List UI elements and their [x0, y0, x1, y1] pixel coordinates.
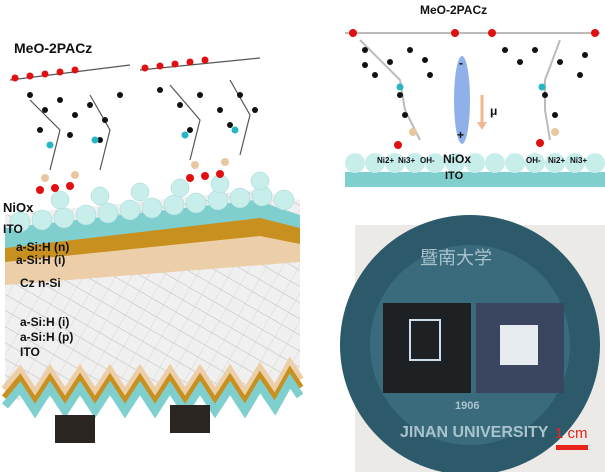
- seal-text-cn: 暨南大学: [420, 248, 492, 268]
- scale-bar-label: 1 cm: [555, 425, 588, 442]
- surface-label: OH-: [526, 156, 541, 165]
- ito-label: ITO: [445, 170, 464, 182]
- surface-label: Ni2+: [548, 156, 566, 165]
- dipole-minus: -: [459, 56, 463, 70]
- device-photo: [340, 215, 605, 472]
- dipole-plus: +: [457, 128, 465, 142]
- solar-cell-stack: [1, 171, 304, 443]
- surface-label: Ni3+: [570, 156, 588, 165]
- left-molecule-title: MeO-2PACz: [14, 40, 93, 56]
- dipole-schematic: [345, 29, 605, 187]
- layer-label-asi-i-top: a-Si:H (i): [16, 253, 66, 267]
- layer-label-ito-bottom: ITO: [20, 345, 40, 359]
- surface-label: Ni2+: [377, 156, 395, 165]
- surface-label: OH-: [420, 156, 435, 165]
- layer-label-cz-nsi: Cz n-Si: [20, 276, 61, 290]
- seal-text-en: JINAN UNIVERSITY: [400, 424, 549, 441]
- surface-label: Ni3+: [398, 156, 416, 165]
- right-molecule-title: MeO-2PACz: [420, 3, 488, 17]
- layer-label-asi-n: a-Si:H (n): [16, 240, 70, 254]
- layer-label-asi-i-bottom: a-Si:H (i): [20, 315, 70, 329]
- nio-label: NiOx: [443, 152, 472, 166]
- seal-year: 1906: [455, 400, 480, 412]
- layer-label-ito-top: ITO: [3, 222, 23, 236]
- dipole-mu-label: μ: [490, 104, 498, 118]
- molecule-layer-left: [9, 56, 261, 194]
- layer-label-asi-p: a-Si:H (p): [20, 330, 74, 344]
- layer-label-nio: NiOx: [3, 200, 34, 215]
